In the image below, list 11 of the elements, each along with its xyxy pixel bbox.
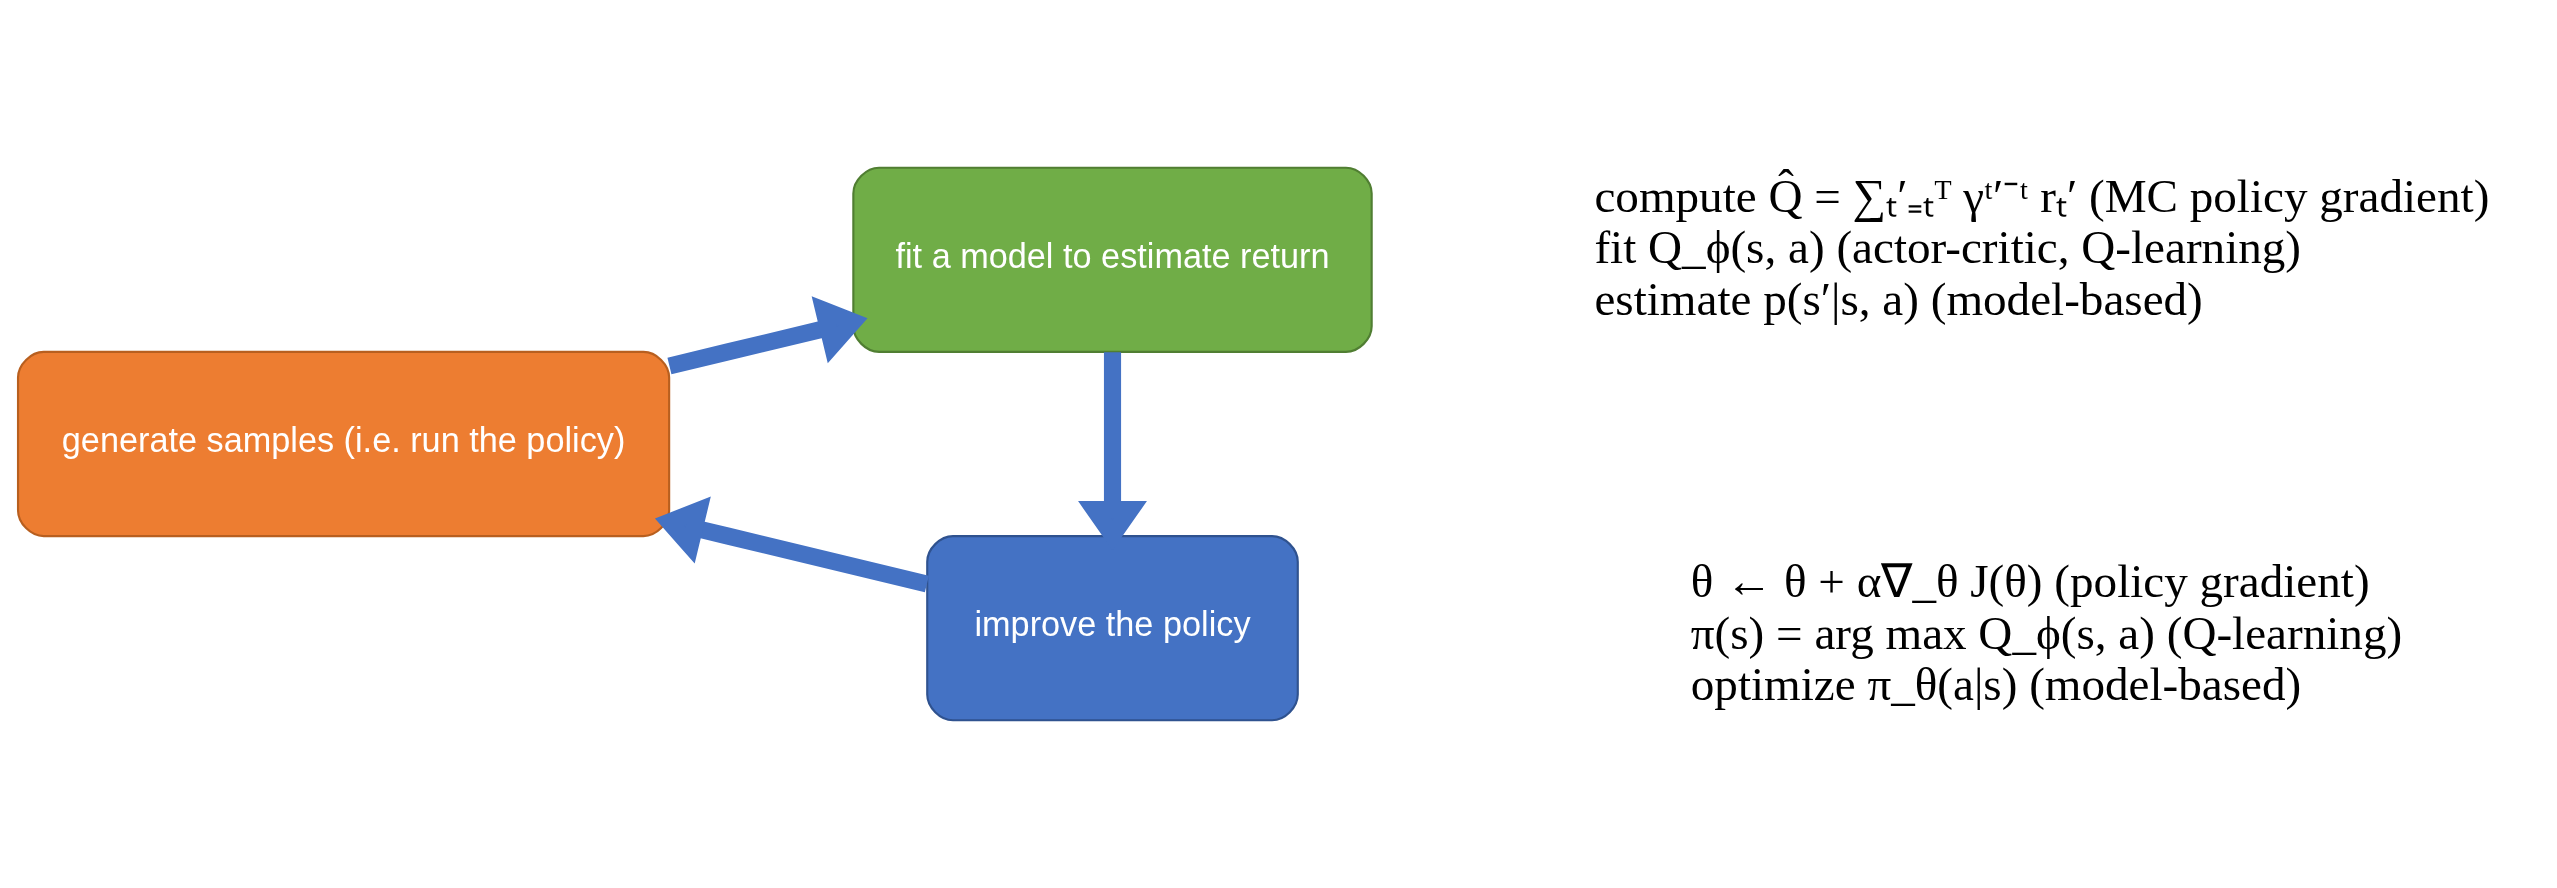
arrow: [654, 496, 929, 593]
node-label: optimize π_θ(a|s) (model-based): [1690, 658, 2302, 711]
node-box: generate samples (i.e. run the policy): [16, 350, 671, 538]
node-label: π(s) = arg max Q_ϕ(s, a) (Q-learning): [1690, 606, 2403, 659]
arrow: [667, 296, 868, 375]
node-label: estimate p(s′|s, a) (model-based): [1594, 272, 2203, 325]
node-box: fit a model to estimate return: [852, 166, 1373, 353]
node-label: θ ← θ + α∇_θ J(θ) (policy gradient): [1690, 555, 2370, 608]
node-box: improve the policy: [926, 535, 1299, 722]
node-label: compute Q̂ = ∑ₜ′₌ₜᵀ γᵗ′⁻ᵗ rₜ′ (MC policy gradient): [1594, 169, 2490, 222]
node-label: fit Q_ϕ(s, a) (actor-critic, Q-learning): [1594, 221, 2302, 274]
